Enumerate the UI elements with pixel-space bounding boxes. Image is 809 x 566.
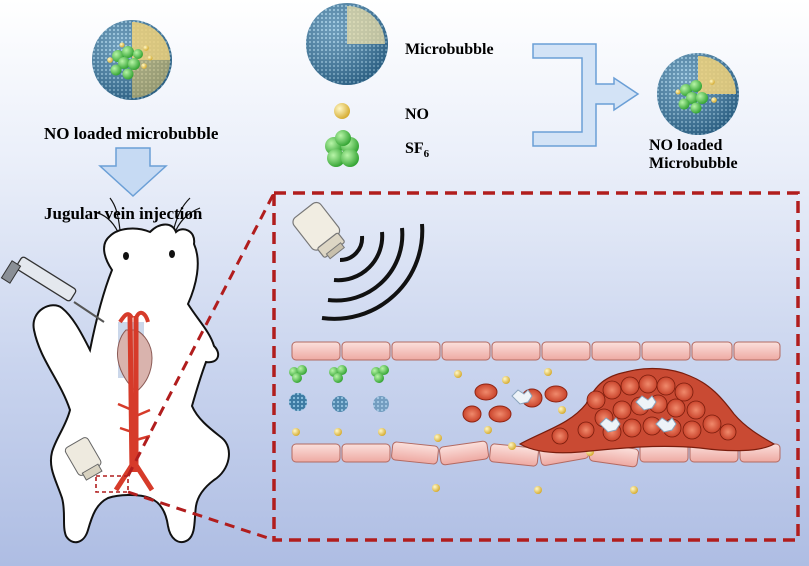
heart-vessel-icon	[113, 310, 155, 492]
down-arrow-icon	[98, 147, 168, 198]
sf6-label-subscript: 6	[423, 148, 430, 161]
no-loaded-microbubble-icon	[92, 20, 172, 100]
sf6-cluster-icon	[325, 130, 359, 167]
jugular-vein-injection-label: Jugular vein injection	[44, 204, 203, 223]
microbubble-icon	[306, 3, 388, 85]
sf6-label-main: SF	[405, 140, 424, 157]
endothelium-top	[291, 341, 781, 361]
vessel-sf6-clusters	[289, 365, 389, 383]
ultrasound-transducer-small-icon	[64, 437, 103, 481]
zoom-frame	[272, 191, 800, 542]
result-label-line1: NO loaded	[649, 137, 723, 154]
result-label: NO loaded Microbubble	[649, 137, 738, 174]
vessel-microbubbles	[289, 393, 389, 412]
result-microbubble-icon	[657, 53, 739, 135]
ultrasound-transducer-icon	[292, 201, 346, 260]
syringe-icon	[0, 256, 105, 323]
no-loaded-microbubble-label: NO loaded microbubble	[44, 124, 219, 143]
roi-box	[95, 475, 129, 493]
sf6-label: SF6	[405, 140, 429, 161]
red-blood-cells	[462, 383, 568, 423]
combine-arrow-icon	[532, 43, 640, 147]
no-particle-icon	[334, 103, 350, 119]
zoom-lines	[126, 192, 276, 542]
no-label: NO	[405, 106, 429, 123]
result-label-line2: Microbubble	[649, 155, 738, 173]
mouse-eye-icon	[123, 250, 175, 260]
ultrasound-waves-icon	[321, 223, 425, 321]
microbubble-label: Microbubble	[405, 41, 494, 58]
mouse-whiskers	[93, 197, 201, 233]
thrombus-icon	[511, 367, 776, 454]
